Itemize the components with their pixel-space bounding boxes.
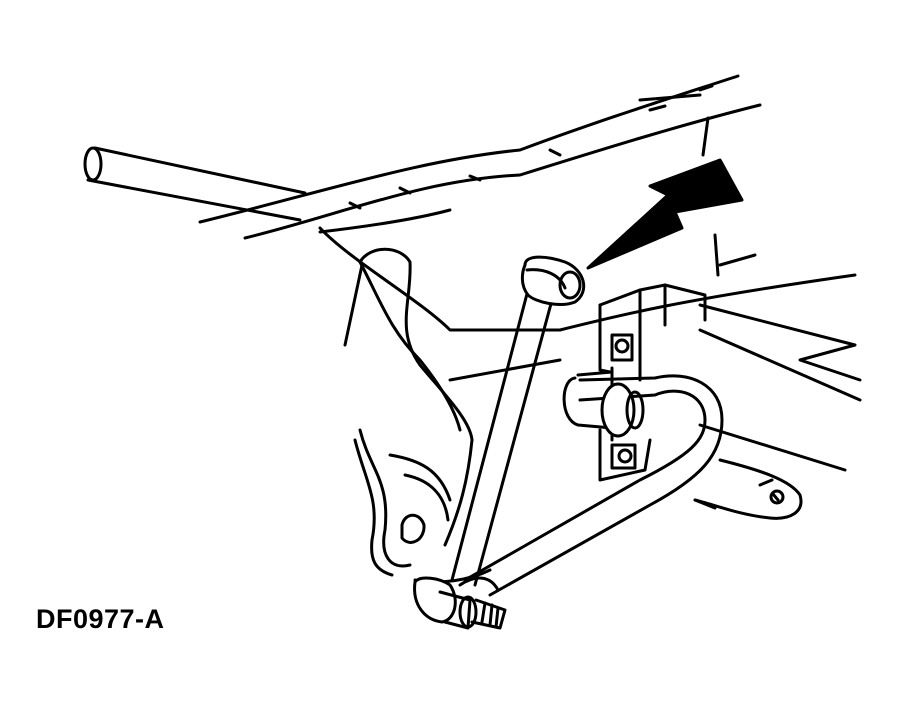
stabilizer-bar-link [415,257,584,628]
figure-code: DF0977-A [36,604,165,634]
stabilizer-bar [460,376,722,595]
stabilizer-bar-bracket [600,285,705,480]
direction-arrow-icon [588,160,742,268]
lower-control-arm [345,249,490,582]
brake-line-tube [85,148,305,220]
